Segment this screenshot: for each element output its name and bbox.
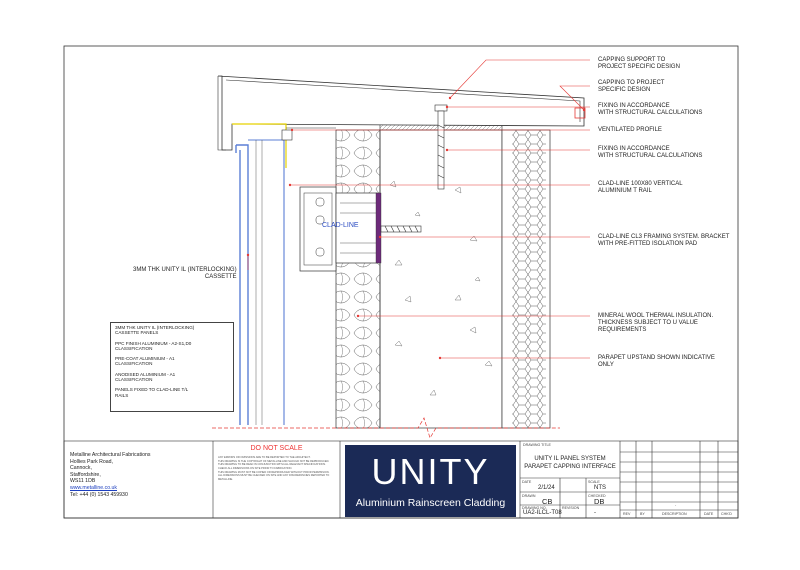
company-website-link[interactable]: www.metalline.co.uk	[70, 484, 117, 491]
revision-value: -	[594, 510, 596, 516]
callout-upstand: PARAPET UPSTAND SHOWN INDICATIVE ONLY	[598, 355, 715, 368]
leader-lines	[247, 59, 590, 359]
drawn-label: DRAWN	[522, 494, 536, 498]
rev-header-rev: REV	[623, 512, 631, 516]
dns-note: THIS DRAWING TO BE READ IN CONJUNCTION W…	[218, 463, 326, 467]
callout-ventilated-profile: VENTILATED PROFILE	[598, 127, 662, 133]
isolation-pad	[375, 192, 382, 264]
checked-label: CHECKED	[588, 494, 606, 498]
dns-note: CHECK ALL DIMENSIONS ON SITE PRIOR TO FA…	[218, 467, 293, 471]
callout-fixing-2: FIXING IN ACCORDANCE WITH STRUCTURAL CAL…	[598, 146, 703, 159]
rev-row-description: -	[675, 503, 677, 507]
note-item: 3MM THK UNITY IL (INTERLOCKING) CASSETTE…	[115, 325, 195, 336]
date-value: 2/1/24	[538, 485, 555, 491]
callout-bracket: CLAD-LINE CL3 FRAMING SYSTEM. BRACKET WI…	[598, 234, 730, 247]
dns-note: ANY ERRORS OR OMISSIONS ARE TO BE REPORT…	[218, 456, 311, 459]
dns-note: THIS DRAWING MUST NOT BE COPIED OR REPRO…	[218, 470, 330, 474]
bracket-brand-label: CLAD-LINE	[322, 222, 359, 229]
note-item: PANELS FIXED TO CLAD-LINE T/L RAILS	[115, 387, 189, 398]
dns-note: ALL DIMENSIONS MUST BE CHECKED ON SITE A…	[218, 474, 330, 481]
do-not-scale-notes: ANY ERRORS OR OMISSIONS ARE TO BE REPORT…	[218, 456, 334, 481]
callout-t-rail: CLAD-LINE 100X80 VERTICAL ALUMINIUM T RA…	[598, 181, 683, 194]
capping	[217, 75, 585, 151]
callout-capping-support: CAPPING SUPPORT TO PROJECT SPECIFIC DESI…	[598, 57, 680, 70]
do-not-scale-heading: DO NOT SCALE	[250, 445, 303, 452]
concrete-aggregate	[389, 180, 493, 396]
company-address: Metalline Architectural Fabrications Hol…	[70, 452, 150, 498]
rev-header-description: DESCRIPTION	[662, 512, 687, 516]
mineral-wool	[335, 129, 381, 429]
note-item: ANODISED ALUMINIUM - A1 CLASSIFICATION	[115, 371, 176, 383]
date-label: DATE	[522, 480, 532, 484]
t-rail	[299, 186, 337, 272]
notes-box: 3MM THK UNITY IL (INTERLOCKING) CASSETTE…	[110, 322, 234, 412]
rev-header-by: BY	[640, 512, 645, 516]
cl3-bracket	[335, 192, 379, 264]
note-item: PRE-COAT ALUMINIUM - A1 CLASSIFICATION	[115, 356, 175, 367]
liner	[232, 123, 287, 168]
drawing-title-label: DRAWING TITLE	[523, 443, 551, 447]
capping-fix-marker	[574, 107, 586, 119]
blockwork-pattern	[512, 130, 546, 428]
address-line: Cannock,	[70, 465, 92, 472]
drawing-no-value: UA2-ILCL-T08	[523, 510, 562, 516]
dns-note: THIS DRAWING IS THE COPYRIGHT OF METALLI…	[218, 459, 330, 463]
company-phone: Tel: +44 (0) 1543 459930	[70, 491, 128, 498]
scale-value: NTS	[594, 485, 606, 491]
logo-title: UNITY	[371, 451, 490, 492]
rev-header-chkd: CHK'D	[721, 512, 732, 516]
break-line	[212, 417, 560, 439]
address-line: Hollies Park Road,	[70, 458, 113, 465]
callout-cassette: 3MM THK UNITY IL (INTERLOCKING) CASSETTE	[133, 267, 237, 280]
scale-label: SCALE	[588, 480, 600, 484]
drawing-no-label: DRAWING NO.	[522, 506, 547, 510]
revision-label: REVISION	[562, 506, 580, 510]
callout-insulation: MINERAL WOOL THERMAL INSULATION. THICKNE…	[598, 313, 714, 333]
checked-value: DB	[594, 497, 605, 506]
fixing-bolts	[434, 104, 448, 190]
drawing-title-line1: UNITY IL PANEL SYSTEM	[534, 456, 606, 462]
address-line: WS11 1DB	[70, 478, 96, 485]
company-name: Metalline Architectural Fabrications	[70, 452, 151, 458]
unity-logo: UNITY Aluminium Rainscreen Cladding	[345, 445, 516, 517]
address-line: Staffordshire,	[70, 471, 101, 478]
rev-header-date: DATE	[704, 512, 714, 516]
drawn-value: CB	[542, 497, 553, 506]
note-item: PPC FINISH ALUMINIUM - A2-S1,D0 CLASSIFI…	[115, 340, 192, 351]
logo-subtitle: Aluminium Rainscreen Cladding	[355, 497, 506, 509]
cassette-panel	[235, 144, 249, 425]
drawing-title-line2: PARAPET CAPPING INTERFACE	[524, 464, 616, 470]
leader-dots	[246, 96, 586, 360]
title-block-grid	[63, 440, 739, 519]
vent-profile-screw	[281, 129, 293, 141]
callout-fixing-1: FIXING IN ACCORDANCE WITH STRUCTURAL CAL…	[598, 103, 703, 116]
callout-capping-project: CAPPING TO PROJECT SPECIFIC DESIGN	[598, 80, 665, 93]
anchor-bolt	[380, 225, 422, 233]
